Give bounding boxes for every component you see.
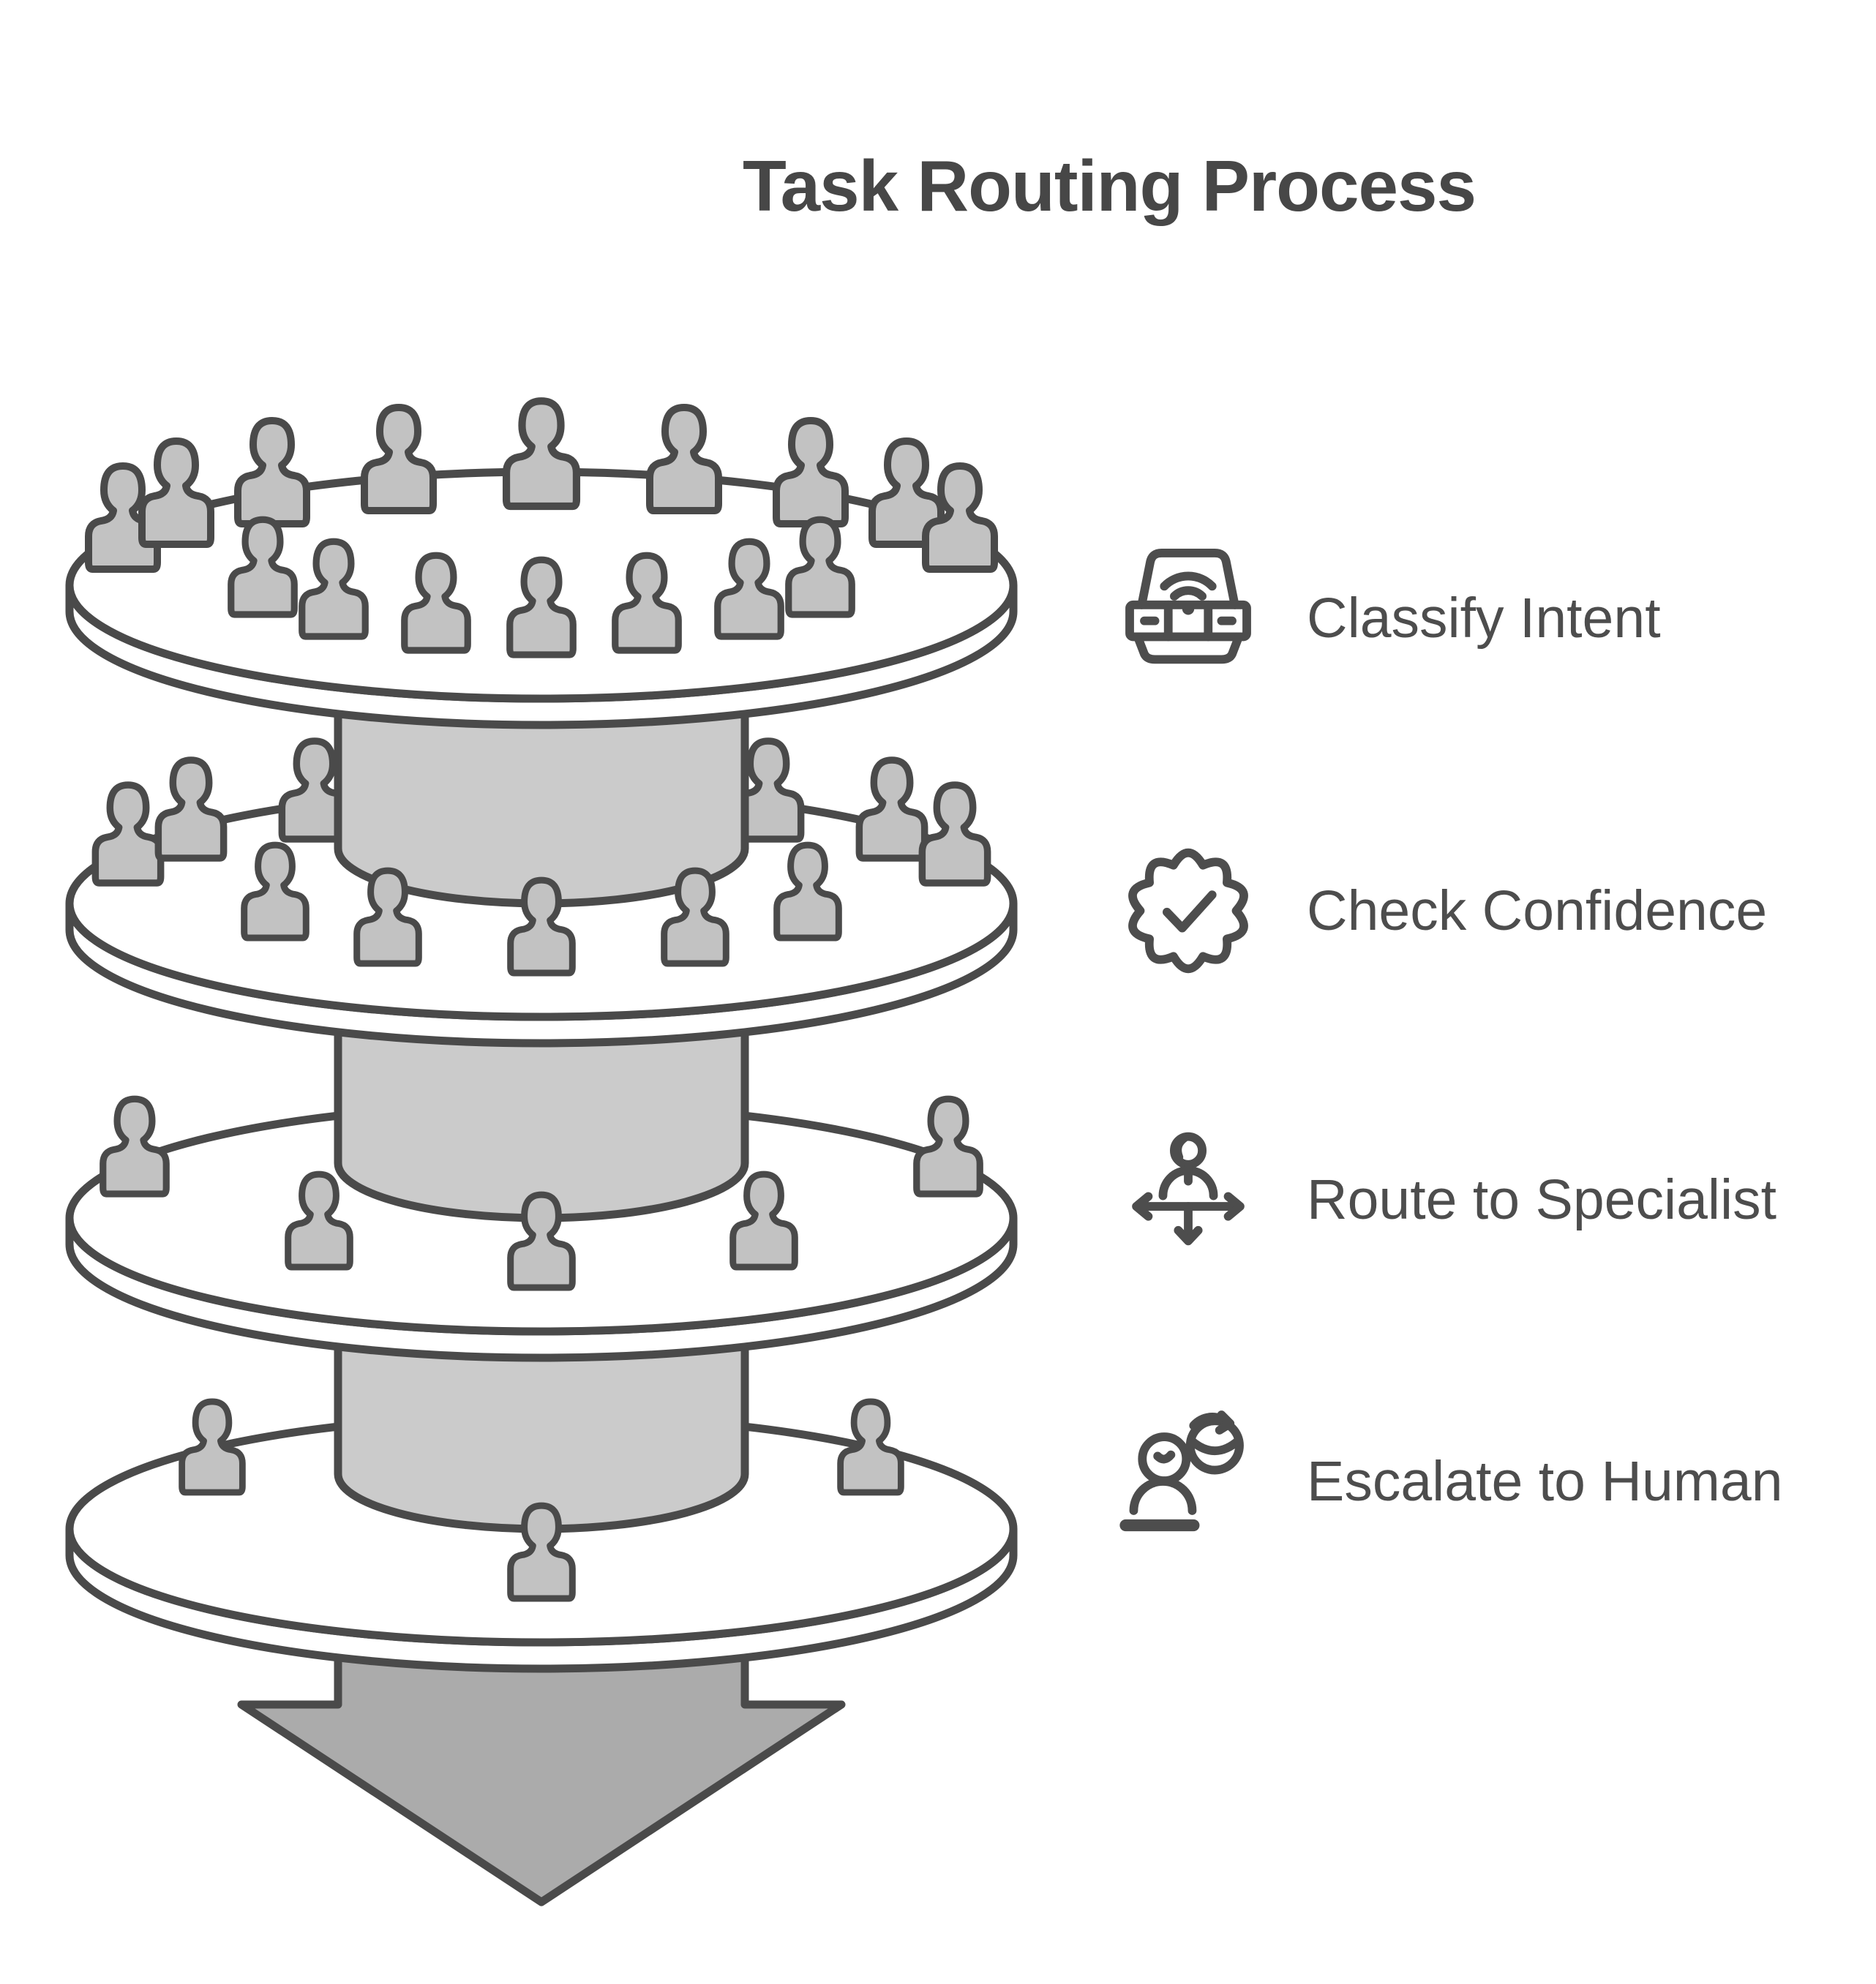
step-classify-intent: Classify Intent bbox=[1115, 545, 1661, 691]
funnel-level-4 bbox=[65, 1222, 1018, 1673]
step-check-confidence: Check Confidence bbox=[1115, 838, 1767, 984]
page-title: Task Routing Process bbox=[743, 146, 1477, 226]
step-label: Check Confidence bbox=[1307, 879, 1768, 942]
badge-check-icon bbox=[1128, 848, 1248, 974]
route-person-icon bbox=[1132, 1132, 1245, 1246]
step-label: Route to Specialist bbox=[1307, 1168, 1777, 1231]
step-label: Escalate to Human bbox=[1307, 1449, 1783, 1513]
step-route-to-specialist: Route to Specialist bbox=[1115, 1127, 1776, 1273]
device-wifi-icon bbox=[1125, 549, 1251, 664]
step-escalate-to-human: Escalate to Human bbox=[1115, 1408, 1783, 1555]
funnel-level-1 bbox=[65, 401, 1018, 729]
escalate-person-icon bbox=[1119, 1410, 1244, 1532]
step-label: Classify Intent bbox=[1307, 586, 1661, 650]
